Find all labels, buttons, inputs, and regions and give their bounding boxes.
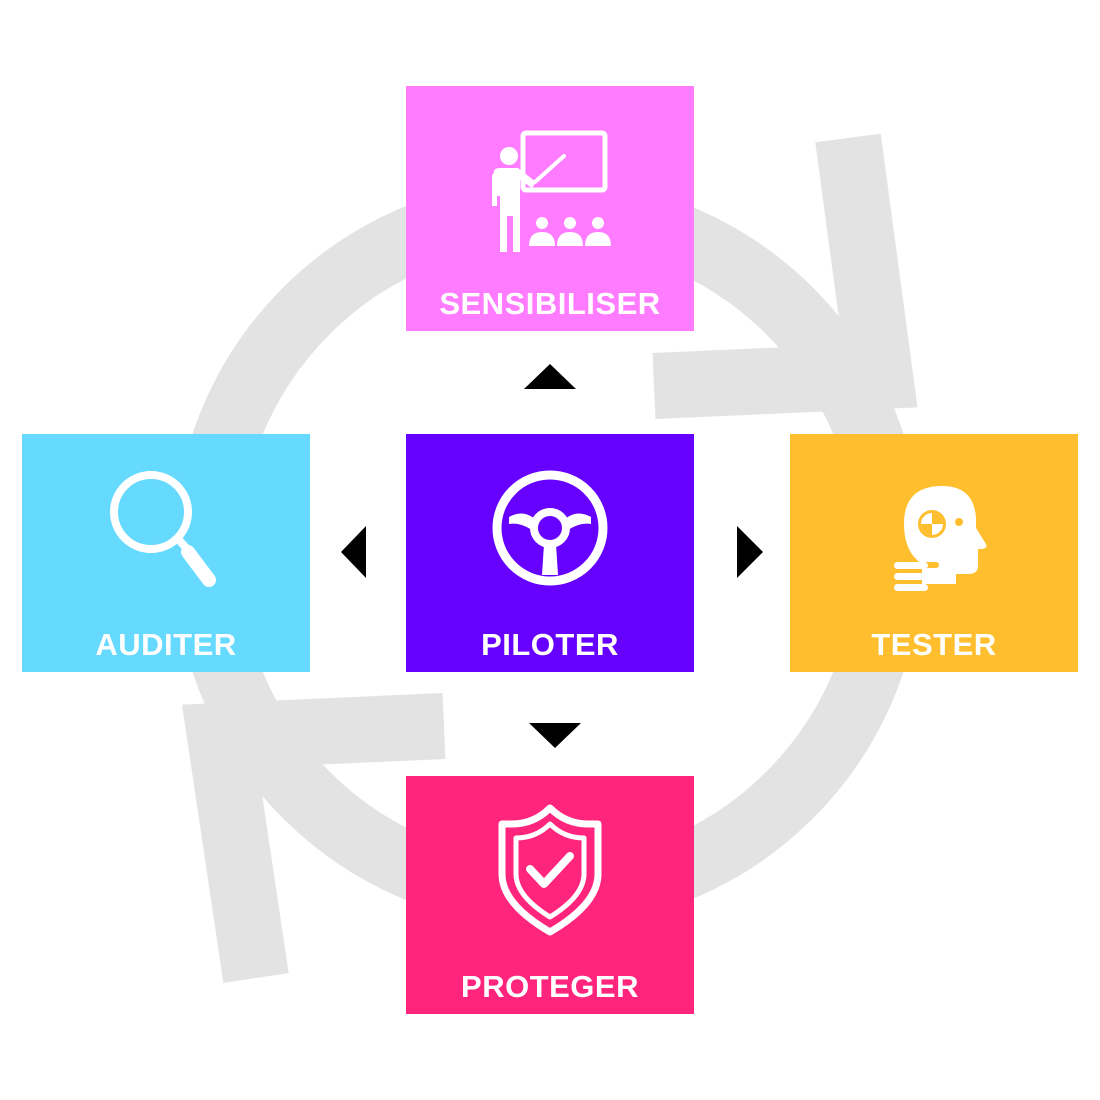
pointer-right-triangle — [737, 526, 763, 578]
pointer-left-triangle — [341, 526, 366, 578]
cycle-arrowhead-top-right — [652, 133, 918, 419]
steering-wheel-icon — [406, 470, 694, 600]
node-label-proteger: PROTEGER — [461, 969, 639, 1004]
node-label-auditer: AUDITER — [95, 627, 237, 662]
cycle-arrowhead-bottom-left — [181, 693, 446, 983]
magnifying-glass-icon — [22, 470, 310, 600]
teacher-presentation-icon — [406, 126, 694, 256]
node-sensibiliser: SENSIBILISER — [406, 86, 694, 331]
node-auditer: AUDITER — [22, 434, 310, 672]
dummy-neck-bars — [790, 562, 1078, 602]
pointer-down-triangle — [529, 723, 581, 748]
node-label-piloter: PILOTER — [481, 627, 619, 662]
pointer-up-triangle — [524, 364, 576, 389]
node-label-sensibiliser: SENSIBILISER — [439, 286, 661, 321]
node-tester: TESTER — [790, 434, 1078, 672]
node-label-tester: TESTER — [871, 627, 997, 662]
shield-check-icon — [406, 804, 694, 939]
node-proteger: PROTEGER — [406, 776, 694, 1014]
node-piloter: PILOTER — [406, 434, 694, 672]
